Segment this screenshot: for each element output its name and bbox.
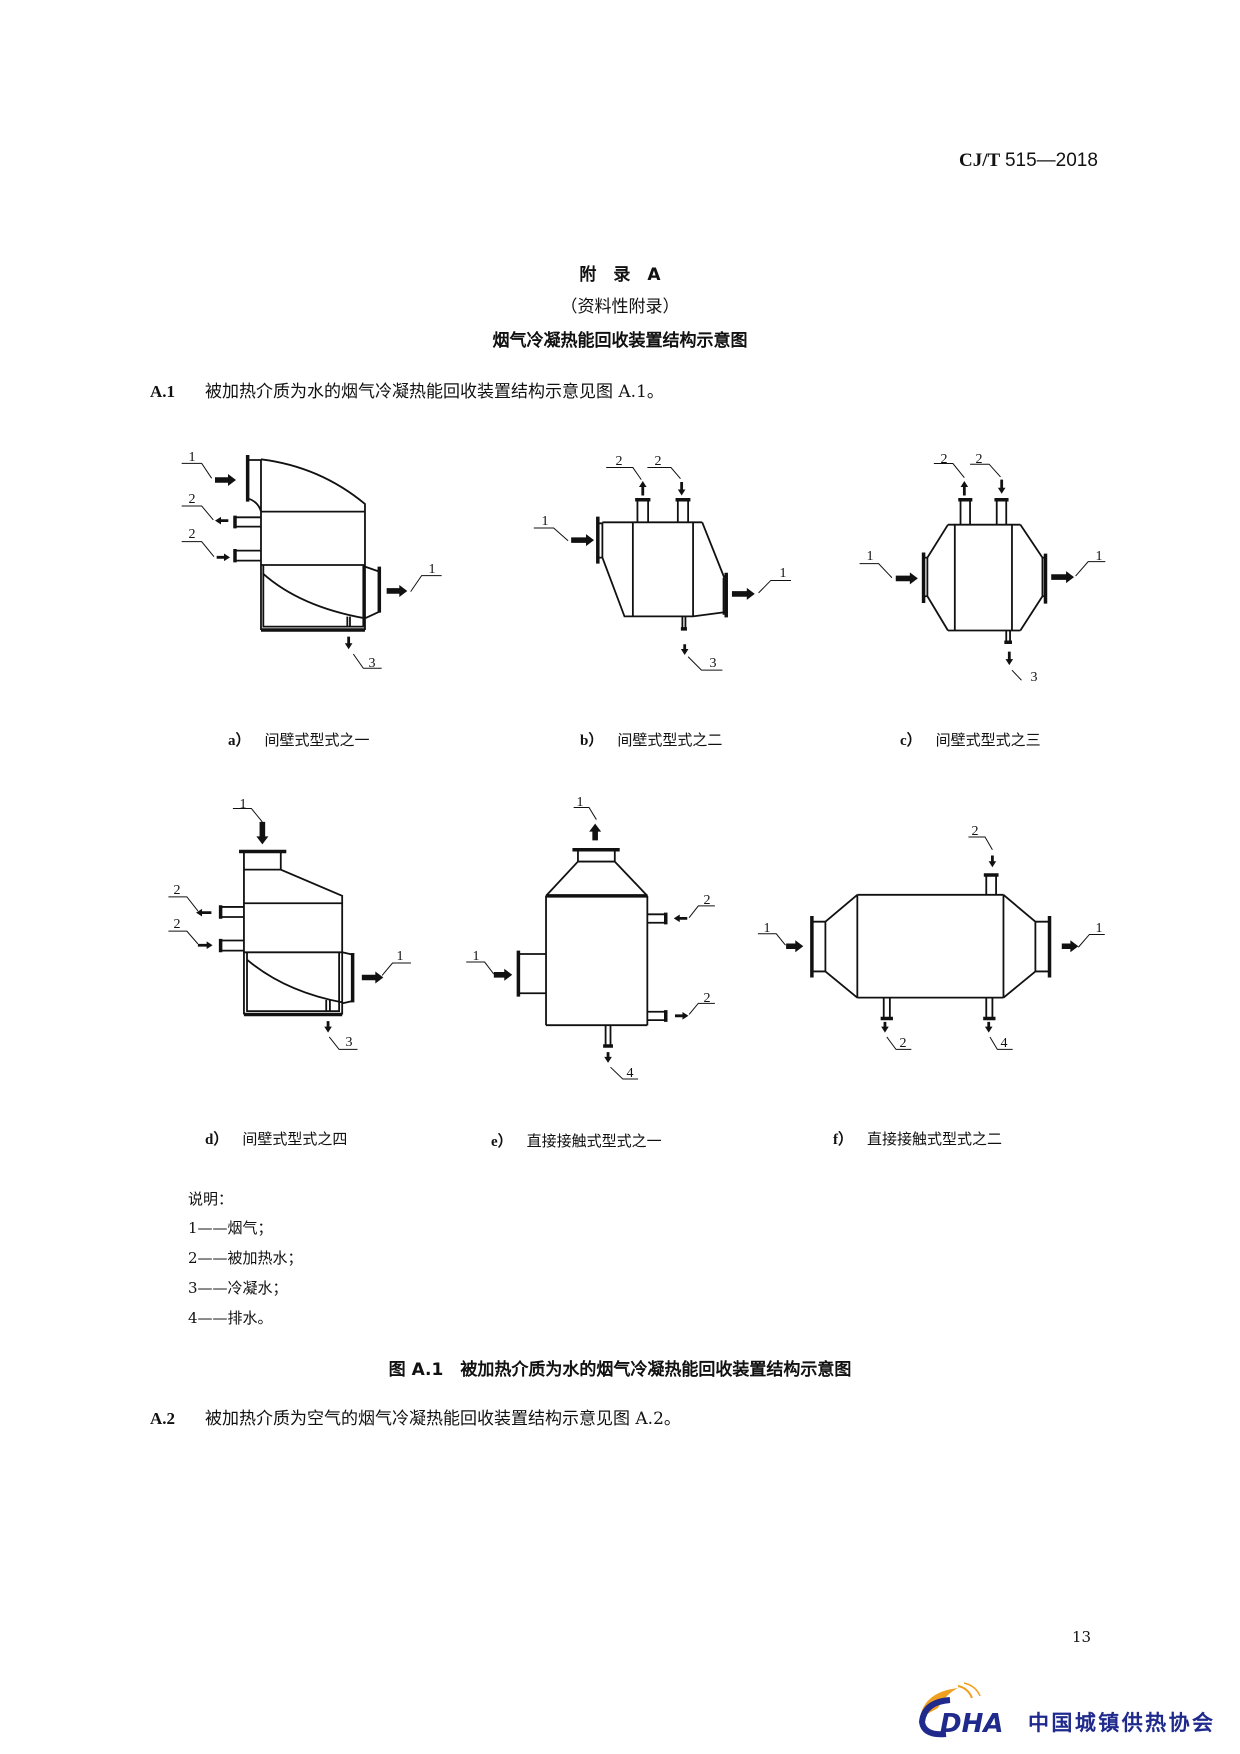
diagram-e: [466, 807, 715, 1078]
flow-arrow: [386, 584, 408, 597]
diagram-d: [168, 808, 411, 1049]
flow-arrow: [589, 823, 602, 841]
caption-c: c）间壁式型式之三: [900, 731, 1041, 749]
flow-arrow: [1061, 940, 1079, 953]
appendix-heading: 烟气冷凝热能回收装置结构示意图: [492, 331, 748, 351]
callout-label: 3: [346, 1035, 353, 1050]
callout-label: 2: [900, 1036, 907, 1051]
flow-arrow: [638, 480, 647, 496]
callout-label: 2: [174, 883, 181, 898]
flow-arrow: [361, 971, 384, 984]
flow-arrow: [214, 473, 236, 486]
callout-label: 1: [764, 921, 771, 936]
callout-label: 3: [1031, 670, 1038, 685]
flow-arrow: [344, 636, 353, 650]
section-text: 被加热介质为空气的烟气冷凝热能回收装置结构示意见图 A.2。: [205, 1409, 681, 1429]
diagram-f: [758, 837, 1105, 1049]
flow-arrow: [256, 821, 269, 845]
appendix-title: 附 录 A: [579, 265, 661, 285]
callout-label: 1: [473, 949, 480, 964]
callout-labels: 1 2 2 1 3 2 2 1 1 3 2 2 1 1 3 1 2 2 1 3 …: [174, 450, 1103, 1081]
section-number: A.1: [150, 382, 176, 401]
diagram-b: [534, 468, 791, 671]
svg-text:中国城镇供热协会: 中国城镇供热协会: [1028, 1711, 1213, 1735]
flow-arrow: [324, 1021, 332, 1033]
callout-label: 2: [972, 824, 979, 839]
section-number: A.2: [150, 1409, 176, 1428]
callout-label: 2: [941, 452, 948, 467]
page-number: 13: [1072, 1628, 1092, 1646]
callout-label: 1: [577, 795, 584, 810]
caption-f: f）直接接触式型式之二: [833, 1130, 1003, 1148]
callout-label: 3: [369, 656, 376, 671]
flow-arrow: [680, 644, 689, 656]
flow-arrow: [571, 534, 595, 547]
flow-arrow: [960, 480, 969, 496]
flow-arrow: [988, 855, 997, 868]
callout-label: 3: [710, 656, 717, 671]
flow-arrow: [196, 908, 212, 917]
callout-label: 4: [1001, 1036, 1008, 1051]
callout-label: 1: [240, 797, 247, 812]
callout-label: 1: [780, 566, 787, 581]
caption-d: d）间壁式型式之四: [205, 1130, 348, 1148]
flow-arrow: [881, 1021, 889, 1033]
callout-label: 2: [174, 917, 181, 932]
callout-label: 1: [189, 450, 196, 465]
legend-title: 说明：: [188, 1190, 234, 1208]
callout-label: 1: [397, 949, 404, 964]
callout-label: 2: [616, 454, 623, 469]
flow-arrow: [214, 516, 229, 525]
caption-b: b）间壁式型式之二: [580, 731, 723, 749]
legend-item: 2——被加热水；: [188, 1249, 303, 1267]
diagram-a: [182, 455, 442, 668]
section-a1: A.1 被加热介质为水的烟气冷凝热能回收装置结构示意见图 A.1。: [150, 377, 664, 402]
flow-arrow: [997, 479, 1006, 494]
appendix-subtitle: （资料性附录）: [560, 297, 680, 317]
callout-label: 1: [1096, 549, 1103, 564]
diagram-c: [860, 464, 1106, 681]
section-a2: A.2 被加热介质为空气的烟气冷凝热能回收装置结构示意见图 A.2。: [150, 1404, 681, 1429]
standard-number: CJ/T 515—2018: [959, 150, 1098, 171]
flow-arrow: [604, 1052, 612, 1063]
callout-label: 2: [655, 454, 662, 469]
flow-arrow: [731, 587, 755, 600]
section-text: 被加热介质为水的烟气冷凝热能回收装置结构示意见图 A.1。: [205, 382, 664, 402]
callout-label: 1: [542, 514, 549, 529]
flow-arrow: [493, 968, 513, 981]
caption-e: e）直接接触式型式之一: [491, 1132, 662, 1150]
callout-label: 2: [189, 527, 196, 542]
callout-label: 2: [704, 991, 711, 1006]
flow-arrow: [216, 553, 230, 562]
flow-arrow: [1051, 571, 1075, 584]
callout-label: 2: [189, 492, 196, 507]
callout-label: 4: [627, 1066, 634, 1081]
legend-item: 3——冷凝水；: [188, 1279, 288, 1297]
footer-logo: DHA 中国城镇供热协会: [910, 1678, 1220, 1740]
callout-label: 1: [429, 562, 436, 577]
svg-text:DHA: DHA: [940, 1709, 1003, 1739]
flow-arrow: [677, 482, 686, 496]
legend-item: 1——烟气；: [188, 1219, 273, 1237]
flow-arrow: [786, 940, 804, 953]
cdha-logo-icon: DHA 中国城镇供热协会: [918, 1682, 1213, 1739]
flow-arrow: [895, 572, 918, 585]
legend-item: 4——排水。: [188, 1309, 273, 1327]
flow-arrow: [674, 1011, 689, 1020]
callout-label: 1: [867, 549, 874, 564]
caption-a: a）间壁式型式之一: [228, 731, 370, 749]
callout-label: 2: [704, 893, 711, 908]
flow-arrow: [197, 941, 213, 950]
callout-label: 2: [976, 452, 983, 467]
figure-caption: 图 A.1 被加热介质为水的烟气冷凝热能回收装置结构示意图: [388, 1360, 852, 1380]
callout-label: 1: [1096, 921, 1103, 936]
flow-arrow: [673, 914, 688, 923]
flow-arrow: [984, 1021, 993, 1033]
flow-arrow: [1005, 651, 1014, 666]
